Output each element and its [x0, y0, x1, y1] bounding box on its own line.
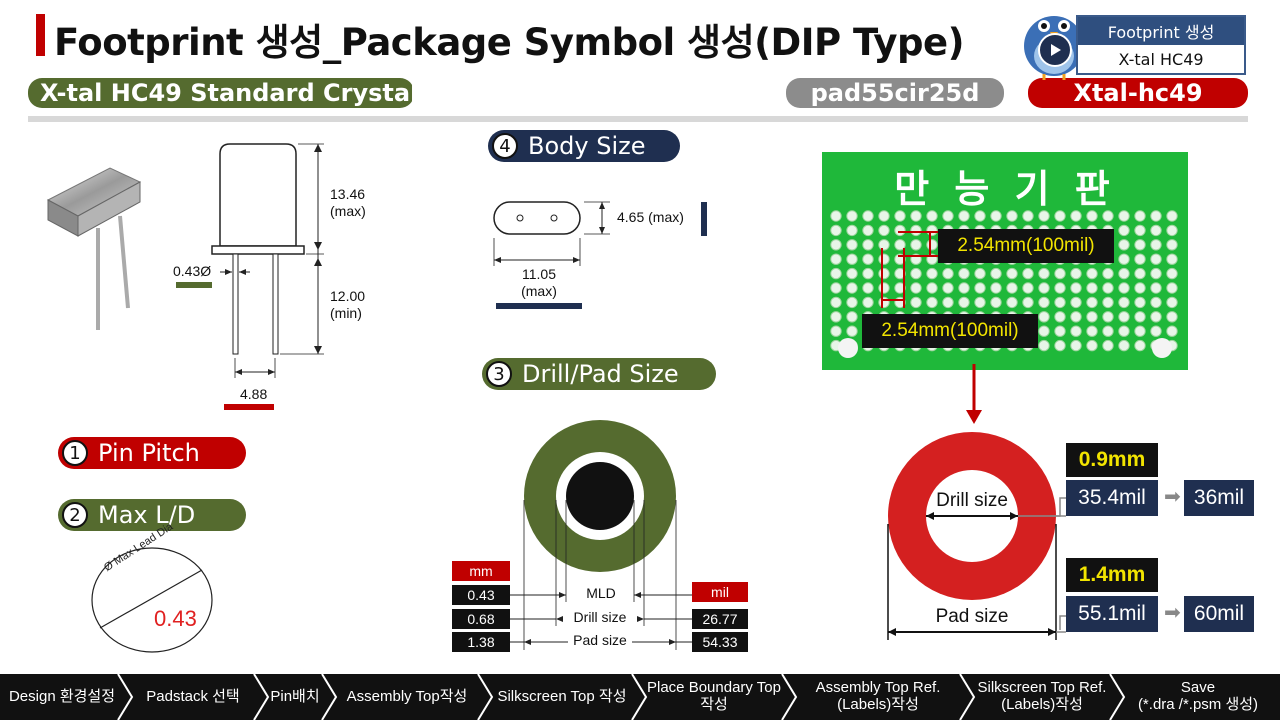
section-number: 4	[492, 133, 518, 159]
body-width-value: 11.05	[522, 266, 556, 282]
padstack-badge: pad55cir25d	[786, 78, 1004, 108]
drill-size-label-big: Drill size	[936, 490, 1008, 511]
play-icon	[1051, 44, 1061, 56]
section-label: Drill/Pad Size	[522, 360, 679, 388]
drill-mm: 0.68	[452, 609, 510, 629]
step-item: Assembly Top Ref.(Labels)작성	[794, 674, 962, 718]
pin-pitch-underline	[224, 404, 274, 410]
step-label-line2: 작성	[700, 696, 728, 713]
section-number: 3	[486, 361, 512, 387]
lesson-badge-part: X-tal HC49	[1118, 50, 1204, 69]
step-label-line2: (*.dra /*.psm 생성)	[1137, 696, 1259, 713]
play-button[interactable]	[1038, 33, 1072, 67]
crystal-photo	[46, 167, 142, 330]
page-title: Footprint 생성_Package Symbol 생성(DIP Type)	[54, 21, 964, 64]
body-width-marker	[496, 303, 582, 309]
section-drill-pad: 3 Drill/Pad Size	[482, 358, 716, 390]
body-height-marker	[701, 202, 707, 236]
pad-rounded-box: 60mil	[1184, 596, 1254, 632]
pad-mm: 1.38	[452, 632, 510, 652]
drill-mm-box: 0.9mm	[1066, 443, 1158, 477]
pad-mm-box: 1.4mm	[1066, 558, 1158, 592]
lead-dia-underline	[176, 282, 212, 288]
leader-lines	[1050, 497, 1066, 630]
pad-size-label-big: Pad size	[935, 606, 1009, 627]
section-body-size: 4 Body Size	[488, 130, 680, 162]
mm-header: mm	[452, 561, 510, 581]
pad-mil-box: 55.1mil	[1066, 596, 1158, 632]
drill-mil: 26.77	[692, 609, 748, 629]
drill-mil-box: 35.4mil	[1066, 480, 1158, 516]
header-divider	[28, 116, 1248, 122]
body-outline-drawing	[493, 201, 610, 266]
mld-mm: 0.43	[452, 585, 510, 605]
body-width-unit: (max)	[521, 283, 557, 299]
section-number: 2	[62, 502, 88, 528]
body-height: 4.65 (max)	[617, 209, 684, 225]
pad-mil: 54.33	[692, 632, 748, 652]
section-max-ld: 2 Max L/D	[58, 499, 246, 531]
pad-ring-diagram	[887, 432, 1066, 640]
step-item: Silkscreen Top 작성	[490, 674, 634, 718]
step-label: Silkscreen Top 작성	[497, 687, 627, 705]
step-label-line2: (Labels)작성	[1001, 696, 1083, 713]
section-pin-pitch: 1 Pin Pitch	[58, 437, 246, 469]
pitch-horizontal-label: 2.54mm(100mil)	[938, 229, 1114, 263]
pin-pitch-value: 4.88	[240, 386, 268, 402]
section-number: 1	[62, 440, 88, 466]
height-max-value: 13.46	[330, 186, 366, 202]
step-item: Save(*.dra /*.psm 생성)	[1122, 674, 1274, 718]
perfboard-title: 만 능 기 판	[894, 167, 1116, 211]
pitch-vertical-label: 2.54mm(100mil)	[862, 314, 1038, 348]
step-item: Assembly Top작성	[334, 674, 480, 718]
step-item: Padstack 선택	[130, 674, 256, 718]
lead-length-unit: (min)	[330, 305, 362, 321]
max-lead-value: 0.43	[154, 606, 197, 631]
section-label: Pin Pitch	[98, 439, 200, 467]
symbol-name-badge: Xtal-hc49	[1028, 78, 1248, 108]
step-label-line2: (Labels)작성	[837, 696, 919, 713]
step-label: Pin배치	[270, 687, 320, 705]
part-subtitle: X-tal HC49 Standard Crystal	[28, 78, 418, 108]
title-accent-bar	[36, 14, 45, 56]
section-label: Body Size	[528, 132, 646, 160]
height-max-unit: (max)	[330, 203, 366, 219]
section-label: Max L/D	[98, 501, 196, 529]
step-label: Design 환경설정	[8, 687, 116, 705]
step-label: Assembly Top Ref.	[815, 679, 941, 696]
mld-label: MLD	[578, 585, 624, 601]
step-item: Design 환경설정	[4, 674, 120, 718]
drill-size-label: Drill size	[564, 609, 636, 625]
step-label: Padstack 선택	[146, 687, 240, 705]
step-item: Pin배치	[266, 674, 324, 718]
pad-size-label: Pad size	[568, 632, 632, 648]
crystal-dimension-drawing	[211, 143, 324, 378]
mil-header: mil	[692, 582, 748, 602]
process-step-bar	[0, 674, 1280, 720]
drill-rounded-box: 36mil	[1184, 480, 1254, 516]
lesson-badge-title: Footprint 생성	[1078, 17, 1244, 45]
lead-length-value: 12.00	[330, 288, 366, 304]
step-label: Place Boundary Top	[647, 679, 781, 696]
step-item: Silkscreen Top Ref.(Labels)작성	[972, 674, 1112, 718]
pitch-markers	[881, 231, 938, 308]
down-arrow-icon	[966, 364, 982, 424]
step-label: Silkscreen Top Ref.	[977, 679, 1107, 696]
arrow-right-icon: ➡	[1164, 484, 1181, 508]
max-lead-circle	[91, 547, 213, 653]
step-label: Save	[1180, 679, 1216, 696]
drill-pad-diagram	[498, 420, 702, 650]
step-label: Assembly Top작성	[346, 687, 468, 705]
lead-dia-value: 0.43Ø	[173, 263, 212, 279]
arrow-right-icon: ➡	[1164, 600, 1181, 624]
